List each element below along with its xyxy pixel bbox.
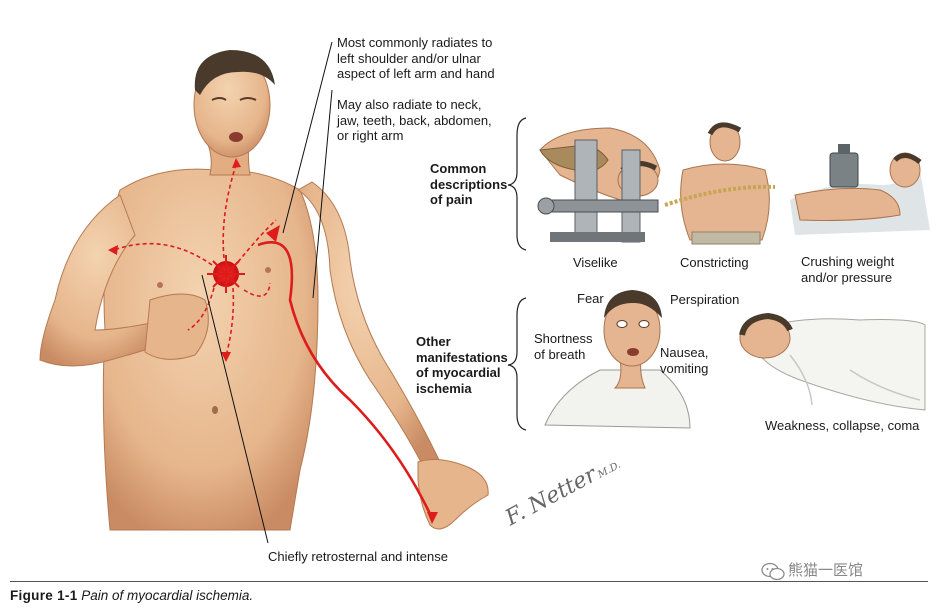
fear-label: Fear <box>577 291 604 306</box>
radiation-arrowheads <box>108 158 241 362</box>
pain-descriptions-heading: Common descriptions of pain <box>430 161 508 207</box>
constricting-label: Constricting <box>680 255 749 270</box>
frightened-face-vignette <box>544 290 691 429</box>
figure-label: Figure 1-1 <box>10 588 78 603</box>
crushing-weight-label: Crushing weight and/or pressure <box>801 254 895 285</box>
nausea-vomiting-label: Nausea, vomiting <box>660 345 709 376</box>
brace-descriptions <box>507 117 527 251</box>
figure-caption: Figure 1-1 Pain of myocardial ischemia. <box>10 588 253 603</box>
location-label: Chiefly retrosternal and intense <box>268 549 448 564</box>
main-figure <box>39 50 489 531</box>
figure-title: Pain of myocardial ischemia. <box>81 588 254 603</box>
weakness-collapse-label: Weakness, collapse, coma <box>765 418 920 433</box>
other-manifestations-heading: Other manifestations of myocardial ische… <box>416 334 508 396</box>
caption-rule <box>10 581 928 582</box>
collapsed-man-vignette <box>739 312 926 411</box>
viselike-label: Viselike <box>573 255 618 270</box>
viselike-vignette <box>537 127 661 243</box>
radiation-secondary-label: May also radiate to neck, jaw, teeth, ba… <box>337 97 492 143</box>
radiation-primary-label: Most commonly radiates to left shoulder … <box>337 35 495 81</box>
watermark: 熊猫一医馆 <box>788 559 863 580</box>
retrosternal-pain-burst <box>207 255 245 293</box>
crushing-weight-vignette <box>790 144 930 235</box>
shortness-of-breath-label: Shortness of breath <box>534 331 593 362</box>
constricting-vignette <box>664 122 776 245</box>
radiation-arrows <box>113 164 277 357</box>
wechat-icon <box>761 562 785 581</box>
watermark-text: 熊猫一医馆 <box>788 562 864 579</box>
arm-radiation-line <box>257 241 434 519</box>
leader-lines <box>201 41 333 544</box>
perspiration-label: Perspiration <box>670 292 740 307</box>
brace-manifestations <box>507 297 527 431</box>
